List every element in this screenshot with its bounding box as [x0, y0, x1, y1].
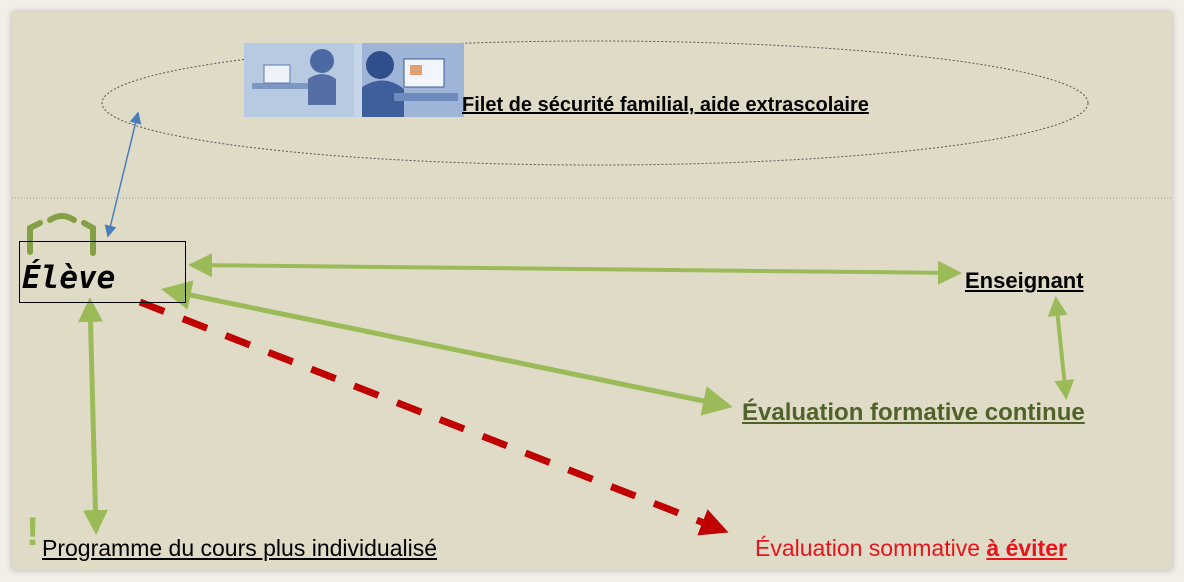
- programme-label: Programme du cours plus individualisé: [42, 535, 438, 561]
- students-photo: [244, 43, 464, 117]
- eleve-label: Élève: [22, 260, 116, 296]
- filet-label: Filet de sécurité familial, aide extrasc…: [462, 94, 869, 116]
- arrow-eleve-formative: [161, 280, 733, 416]
- sommative-label: Évaluation sommative à éviter: [755, 535, 1067, 562]
- arrow-eleve-filet: [104, 111, 142, 238]
- arrow-enseignant-formative: [1047, 296, 1075, 400]
- arrow-eleve-enseignant: [188, 253, 962, 285]
- formative-label: Évaluation formative continue: [742, 399, 1085, 426]
- family-net-ellipse: [101, 40, 1089, 166]
- bracket-icon: [27, 213, 96, 256]
- eleve-box: [19, 241, 186, 303]
- enseignant-label: Enseignant: [965, 268, 1084, 293]
- sommative-main-text: Évaluation sommative: [755, 535, 987, 561]
- arrow-eleve-programme: [78, 297, 108, 535]
- exclamation-mark: !: [26, 510, 40, 554]
- arrow-eleve-sommative: [138, 298, 729, 536]
- sommative-emphasis: à éviter: [986, 535, 1067, 561]
